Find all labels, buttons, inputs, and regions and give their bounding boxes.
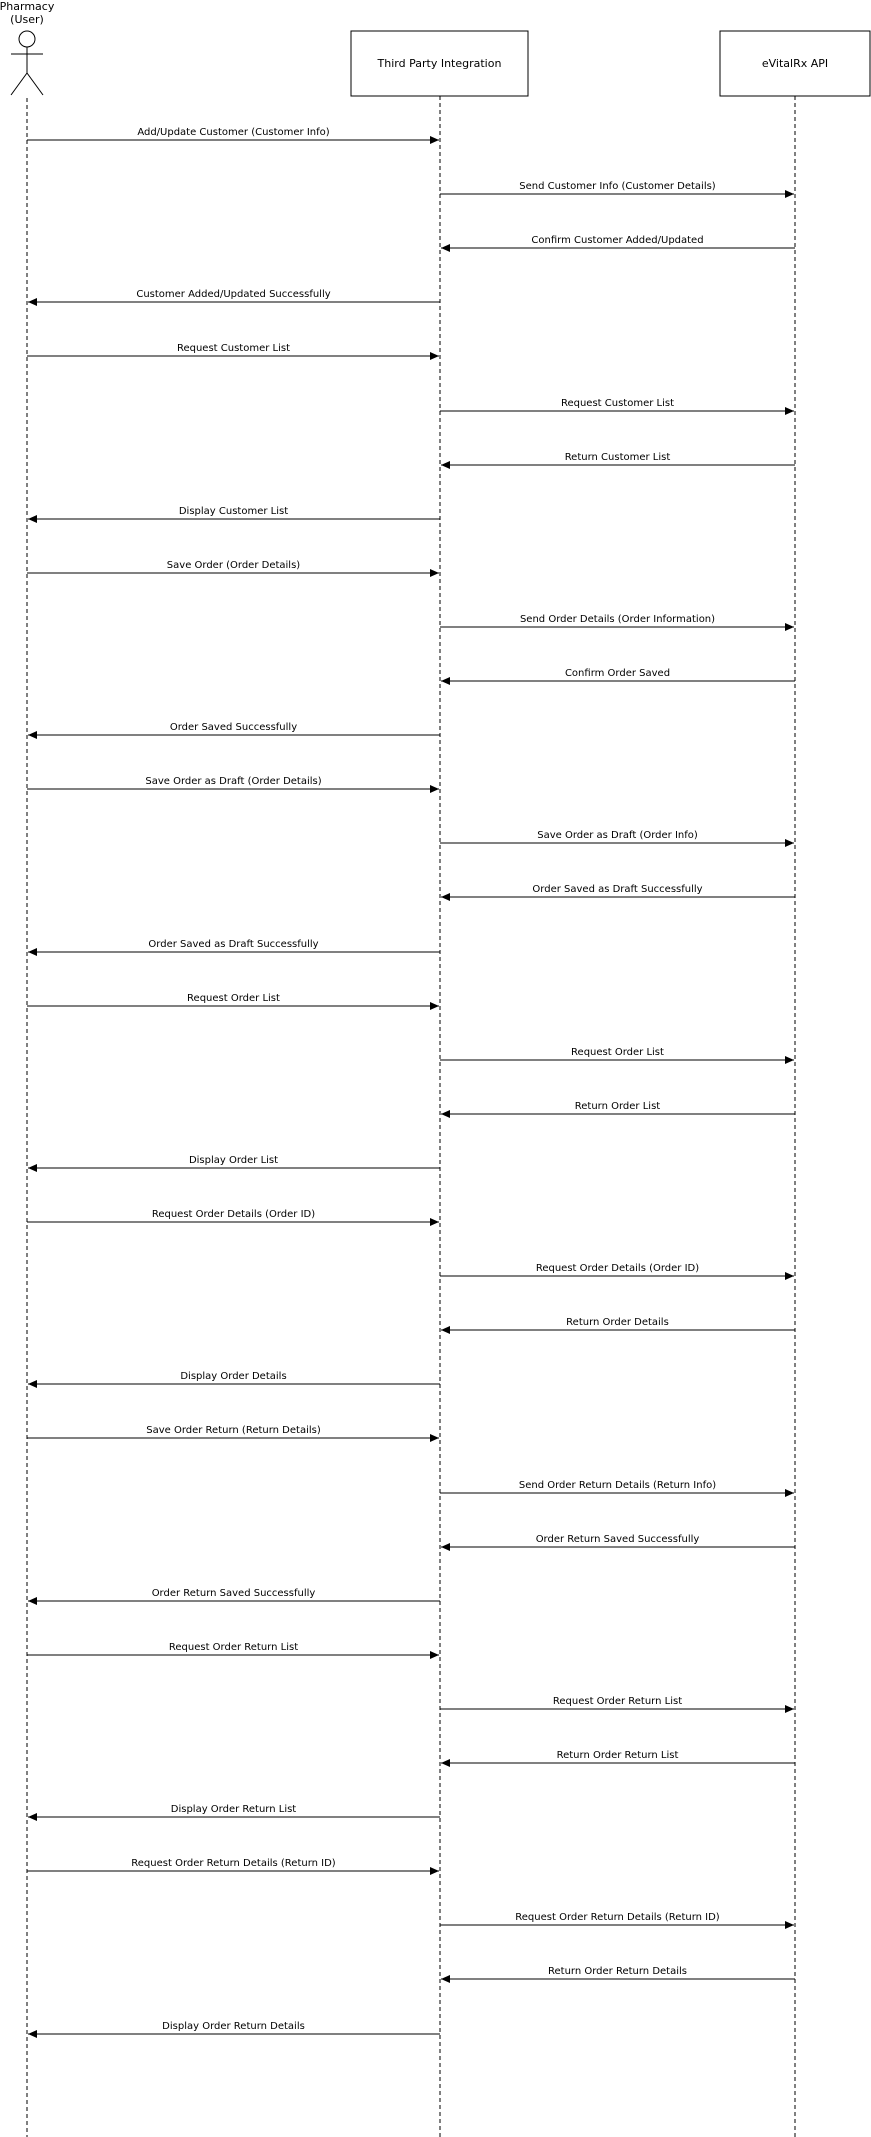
messages-group: Add/Update Customer (Customer Info) Send … bbox=[27, 127, 795, 2038]
message-label: Order Saved as Draft Successfully bbox=[148, 939, 318, 950]
participant-evitalrx-api: eVitalRx API bbox=[719, 30, 871, 97]
message-label: Request Order Return Details (Return ID) bbox=[515, 1912, 720, 1923]
message: Request Order Return List bbox=[440, 1696, 794, 1713]
message: Request Order List bbox=[440, 1047, 794, 1064]
message-label: Request Customer List bbox=[561, 398, 674, 409]
message-label: Display Order List bbox=[189, 1155, 278, 1166]
message-label: Request Order List bbox=[187, 993, 280, 1004]
message: Display Customer List bbox=[28, 506, 440, 523]
message: Send Order Details (Order Information) bbox=[440, 614, 794, 631]
message-label: Display Order Return List bbox=[171, 1804, 297, 1815]
message-label: Order Saved Successfully bbox=[170, 722, 297, 733]
message: Order Return Saved Successfully bbox=[28, 1588, 440, 1605]
message-label: Request Order Return Details (Return ID) bbox=[131, 1858, 336, 1869]
actor-label-line1: Pharmacy bbox=[0, 0, 55, 13]
message: Order Saved as Draft Successfully bbox=[28, 939, 440, 956]
message-label: Save Order (Order Details) bbox=[167, 560, 300, 571]
message: Request Customer List bbox=[27, 343, 439, 360]
message-label: Request Customer List bbox=[177, 343, 290, 354]
participant-label: Third Party Integration bbox=[377, 57, 502, 70]
message: Confirm Order Saved bbox=[441, 668, 795, 685]
message: Send Order Return Details (Return Info) bbox=[440, 1480, 794, 1497]
message-label: Save Order Return (Return Details) bbox=[146, 1425, 321, 1436]
message: Return Order List bbox=[441, 1101, 795, 1118]
message-label: Request Order List bbox=[571, 1047, 664, 1058]
message-label: Return Customer List bbox=[565, 452, 671, 463]
message-label: Save Order as Draft (Order Info) bbox=[537, 830, 698, 841]
message-label: Request Order Details (Order ID) bbox=[152, 1209, 315, 1220]
participant-third-party-integration: Third Party Integration bbox=[350, 30, 529, 97]
message-label: Request Order Details (Order ID) bbox=[536, 1263, 699, 1274]
message: Order Return Saved Successfully bbox=[441, 1534, 795, 1551]
message-label: Order Saved as Draft Successfully bbox=[532, 884, 702, 895]
message: Request Order Details (Order ID) bbox=[440, 1263, 794, 1280]
message: Return Order Return Details bbox=[441, 1966, 795, 1983]
message: Display Order List bbox=[28, 1155, 440, 1172]
message-label: Request Order Return List bbox=[169, 1642, 298, 1653]
message-label: Order Return Saved Successfully bbox=[152, 1588, 316, 1599]
message: Order Saved Successfully bbox=[28, 722, 440, 739]
message: Confirm Customer Added/Updated bbox=[441, 235, 795, 252]
message: Send Customer Info (Customer Details) bbox=[440, 181, 794, 198]
message: Save Order as Draft (Order Info) bbox=[440, 830, 794, 847]
message: Request Order List bbox=[27, 993, 439, 1010]
message-label: Customer Added/Updated Successfully bbox=[136, 289, 330, 300]
participant-label: eVitalRx API bbox=[762, 57, 828, 70]
message: Display Order Return List bbox=[28, 1804, 440, 1821]
message-label: Return Order Details bbox=[566, 1317, 669, 1328]
message-label: Request Order Return List bbox=[553, 1696, 682, 1707]
message-label: Add/Update Customer (Customer Info) bbox=[137, 127, 329, 138]
message: Save Order Return (Return Details) bbox=[27, 1425, 439, 1442]
message-label: Order Return Saved Successfully bbox=[536, 1534, 700, 1545]
actor-label-line2: (User) bbox=[10, 13, 44, 26]
message-label: Save Order as Draft (Order Details) bbox=[145, 776, 321, 787]
message: Return Customer List bbox=[441, 452, 795, 469]
message-label: Return Order Return Details bbox=[548, 1966, 687, 1977]
message: Customer Added/Updated Successfully bbox=[28, 289, 440, 306]
message: Save Order (Order Details) bbox=[27, 560, 439, 577]
message-label: Send Customer Info (Customer Details) bbox=[519, 181, 716, 192]
message-label: Confirm Order Saved bbox=[565, 668, 670, 679]
message-label: Send Order Return Details (Return Info) bbox=[519, 1480, 716, 1491]
message-label: Display Customer List bbox=[179, 506, 288, 517]
message-label: Return Order List bbox=[575, 1101, 661, 1112]
message: Add/Update Customer (Customer Info) bbox=[27, 127, 439, 144]
actor-pharmacy-user: Pharmacy (User) bbox=[0, 0, 55, 96]
stick-figure-icon bbox=[10, 30, 44, 96]
message: Save Order as Draft (Order Details) bbox=[27, 776, 439, 793]
message-label: Send Order Details (Order Information) bbox=[520, 614, 715, 625]
message: Display Order Details bbox=[28, 1371, 440, 1388]
message-label: Display Order Details bbox=[180, 1371, 286, 1382]
message: Return Order Details bbox=[441, 1317, 795, 1334]
message: Request Order Return Details (Return ID) bbox=[27, 1858, 439, 1875]
message: Return Order Return List bbox=[441, 1750, 795, 1767]
message: Request Order Return Details (Return ID) bbox=[440, 1912, 794, 1929]
message: Order Saved as Draft Successfully bbox=[441, 884, 795, 901]
message-label: Confirm Customer Added/Updated bbox=[531, 235, 703, 246]
message-label: Return Order Return List bbox=[557, 1750, 679, 1761]
message-label: Display Order Return Details bbox=[162, 2021, 305, 2032]
message: Request Order Details (Order ID) bbox=[27, 1209, 439, 1226]
message: Request Order Return List bbox=[27, 1642, 439, 1659]
message: Request Customer List bbox=[440, 398, 794, 415]
message: Display Order Return Details bbox=[28, 2021, 440, 2038]
